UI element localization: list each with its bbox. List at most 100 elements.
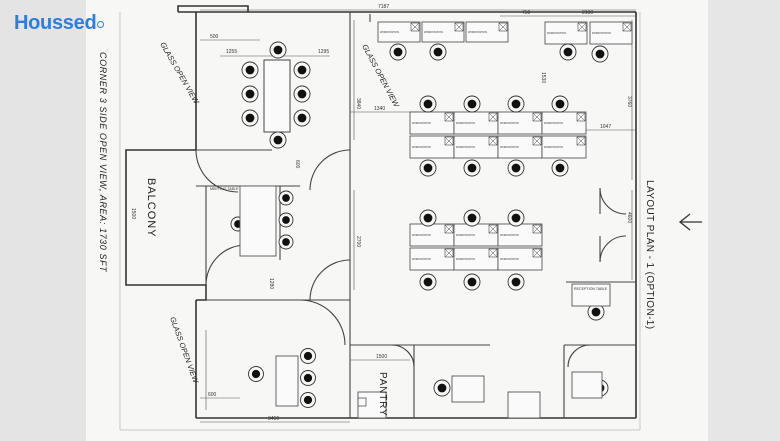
door-swing-manager [567, 344, 591, 368]
workstation-label: WORKSTATION [456, 121, 475, 125]
chair-icon [248, 366, 264, 382]
workstation-desk-cluster-b: WORKSTATION [497, 223, 543, 247]
dim-left-b: 1255 [226, 49, 237, 55]
dim-vert-e: 1530 [540, 72, 546, 83]
brand-name: Houssed [14, 12, 97, 34]
chair-icon [551, 159, 569, 177]
outer-wall-top [177, 5, 249, 12]
workstation-desk-top-right: WORKSTATION [544, 21, 588, 45]
workstation-label: WORKSTATION [500, 121, 519, 125]
workstation-label: WORKSTATION [456, 145, 475, 149]
workstation-desk-cluster-b: WORKSTATION [497, 247, 543, 271]
outer-walls [119, 5, 641, 431]
chair-icon [419, 209, 437, 227]
manager-table-bottom [451, 375, 485, 403]
manager-cabinet [507, 391, 541, 419]
chair-icon [419, 273, 437, 291]
chair-icon [591, 45, 609, 63]
workstation-desk-cluster-a: WORKSTATION [541, 111, 587, 135]
workstation-desk-top-right: WORKSTATION [589, 21, 633, 45]
reception-label: RECEPTION TABLE [574, 287, 608, 291]
chair-icon [419, 159, 437, 177]
dim-vert-a: 3840 [355, 98, 361, 109]
chair-icon [429, 43, 447, 61]
houssed-logo: Houssed [14, 12, 105, 35]
pantry-label: PANTRY [377, 372, 388, 416]
dim-vert-c: 3760 [626, 96, 632, 107]
workstation-label: WORKSTATION [547, 31, 566, 35]
workstation-desk-cluster-a: WORKSTATION [453, 111, 499, 135]
pantry-sink [357, 397, 367, 407]
paper-shadow-left [0, 0, 86, 441]
dim-pantry-a: 1500 [376, 354, 387, 360]
manager-table-right [571, 371, 603, 399]
chair-icon [278, 212, 294, 228]
chair-icon [507, 95, 525, 113]
workstation-desk-cluster-a: WORKSTATION [497, 111, 543, 135]
dim-top-right-a: 750 [522, 10, 531, 16]
workstation-desk-top: WORKSTATION [465, 21, 509, 43]
chair-icon [241, 109, 259, 127]
workstation-desk-cluster-a: WORKSTATION [453, 135, 499, 159]
workstation-label: WORKSTATION [412, 145, 431, 149]
workstation-label: WORKSTATION [412, 121, 431, 125]
workstation-desk-cluster-a: WORKSTATION [497, 135, 543, 159]
balcony-label: BALCONY [145, 178, 157, 238]
workstation-label: WORKSTATION [500, 145, 519, 149]
workstation-desks: WORKSTATION WORKSTATION WORKSTATION WORKSTA… [377, 21, 633, 271]
door-swing-pantry [391, 344, 415, 368]
dim-low-a: 600 [294, 160, 300, 169]
chair-icon [433, 379, 451, 397]
chair-icon [278, 190, 294, 206]
workstation-label: WORKSTATION [424, 30, 443, 34]
balcony-outline [125, 149, 207, 301]
chair-icon [419, 95, 437, 113]
workstation-label: WORKSTATION [412, 233, 431, 237]
chair-icon [293, 61, 311, 79]
meeting-table-small [239, 185, 277, 257]
chair-icon [269, 131, 287, 149]
chair-icon [587, 303, 605, 321]
dim-top-total: 7187 [378, 4, 389, 10]
workstation-label: WORKSTATION [544, 145, 563, 149]
workstation-label: WORKSTATION [500, 233, 519, 237]
dim-top-right-b: 2100 [582, 10, 593, 16]
office-chairs [230, 41, 609, 408]
chair-icon [507, 209, 525, 227]
chair-icon [507, 273, 525, 291]
chair-icon [269, 41, 287, 59]
paper-sheet [86, 0, 708, 441]
chair-icon [241, 61, 259, 79]
workstation-label: WORKSTATION [380, 30, 399, 34]
workstation-label: WORKSTATION [544, 121, 563, 125]
workstation-label: WORKSTATION [412, 257, 431, 261]
door-swing-balcony-2 [205, 244, 247, 286]
workstation-label: WORKSTATION [500, 257, 519, 261]
chair-icon [463, 273, 481, 291]
workstation-desk-cluster-a: WORKSTATION [409, 111, 455, 135]
chair-icon [463, 209, 481, 227]
side-note: CORNER 3 SIDE OPEN VIEW, AREA: 1730 SFT [98, 52, 108, 273]
chair-icon [551, 95, 569, 113]
dim-mid-a: 1340 [374, 106, 385, 112]
door-swing-center-top [309, 149, 351, 191]
workstation-label: WORKSTATION [456, 233, 475, 237]
paper-shadow-right [708, 0, 780, 441]
chair-icon [278, 234, 294, 250]
workstation-label: WORKSTATION [468, 30, 487, 34]
workstation-desk-cluster-a: WORKSTATION [541, 135, 587, 159]
logo-dot-icon [97, 21, 105, 28]
dim-low-b: 1280 [268, 278, 274, 289]
chair-icon [241, 85, 259, 103]
dim-bottom-a: 600 [208, 392, 217, 398]
dim-left-a: 500 [210, 34, 219, 40]
chair-icon [300, 348, 316, 364]
workstation-desk-cluster-b: WORKSTATION [409, 247, 455, 271]
dim-mid-b: 1047 [600, 124, 611, 130]
chair-icon [300, 370, 316, 386]
workstation-desk-cluster-b: WORKSTATION [409, 223, 455, 247]
workstation-desk-cluster-b: WORKSTATION [453, 223, 499, 247]
reception-table [571, 283, 611, 307]
workstation-label: WORKSTATION [456, 257, 475, 261]
